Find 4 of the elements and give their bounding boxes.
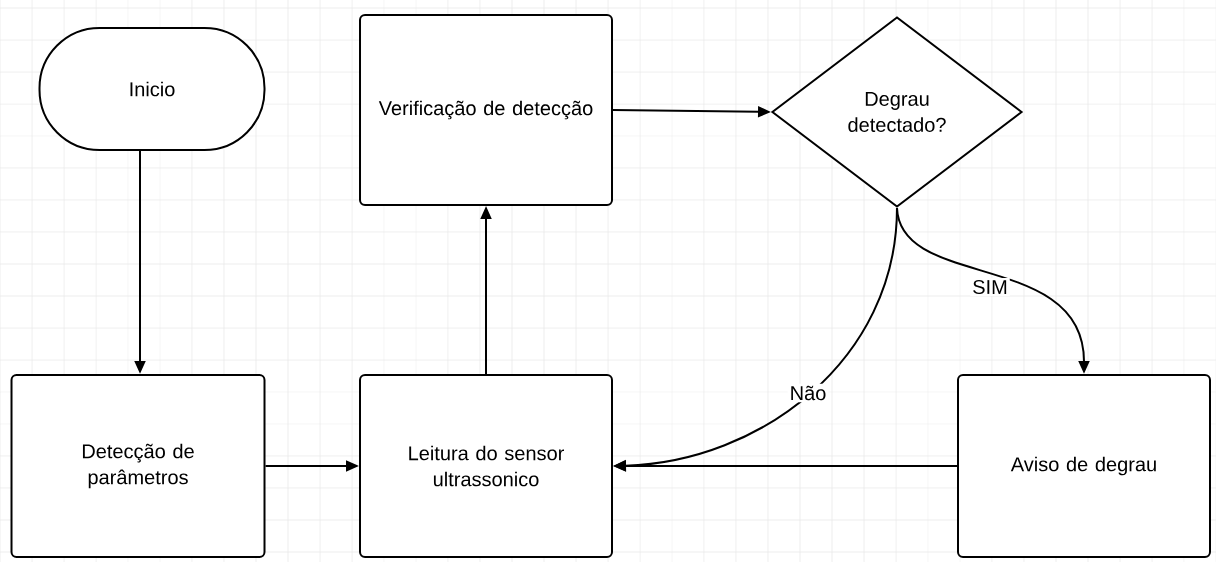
process-box: Verificação de detecção [359, 14, 613, 206]
process-box: Detecção de parâmetros [10, 374, 266, 558]
process-box: Aviso de degrau [957, 374, 1211, 558]
process-box: Leitura do sensor ultrassonico [359, 374, 613, 558]
